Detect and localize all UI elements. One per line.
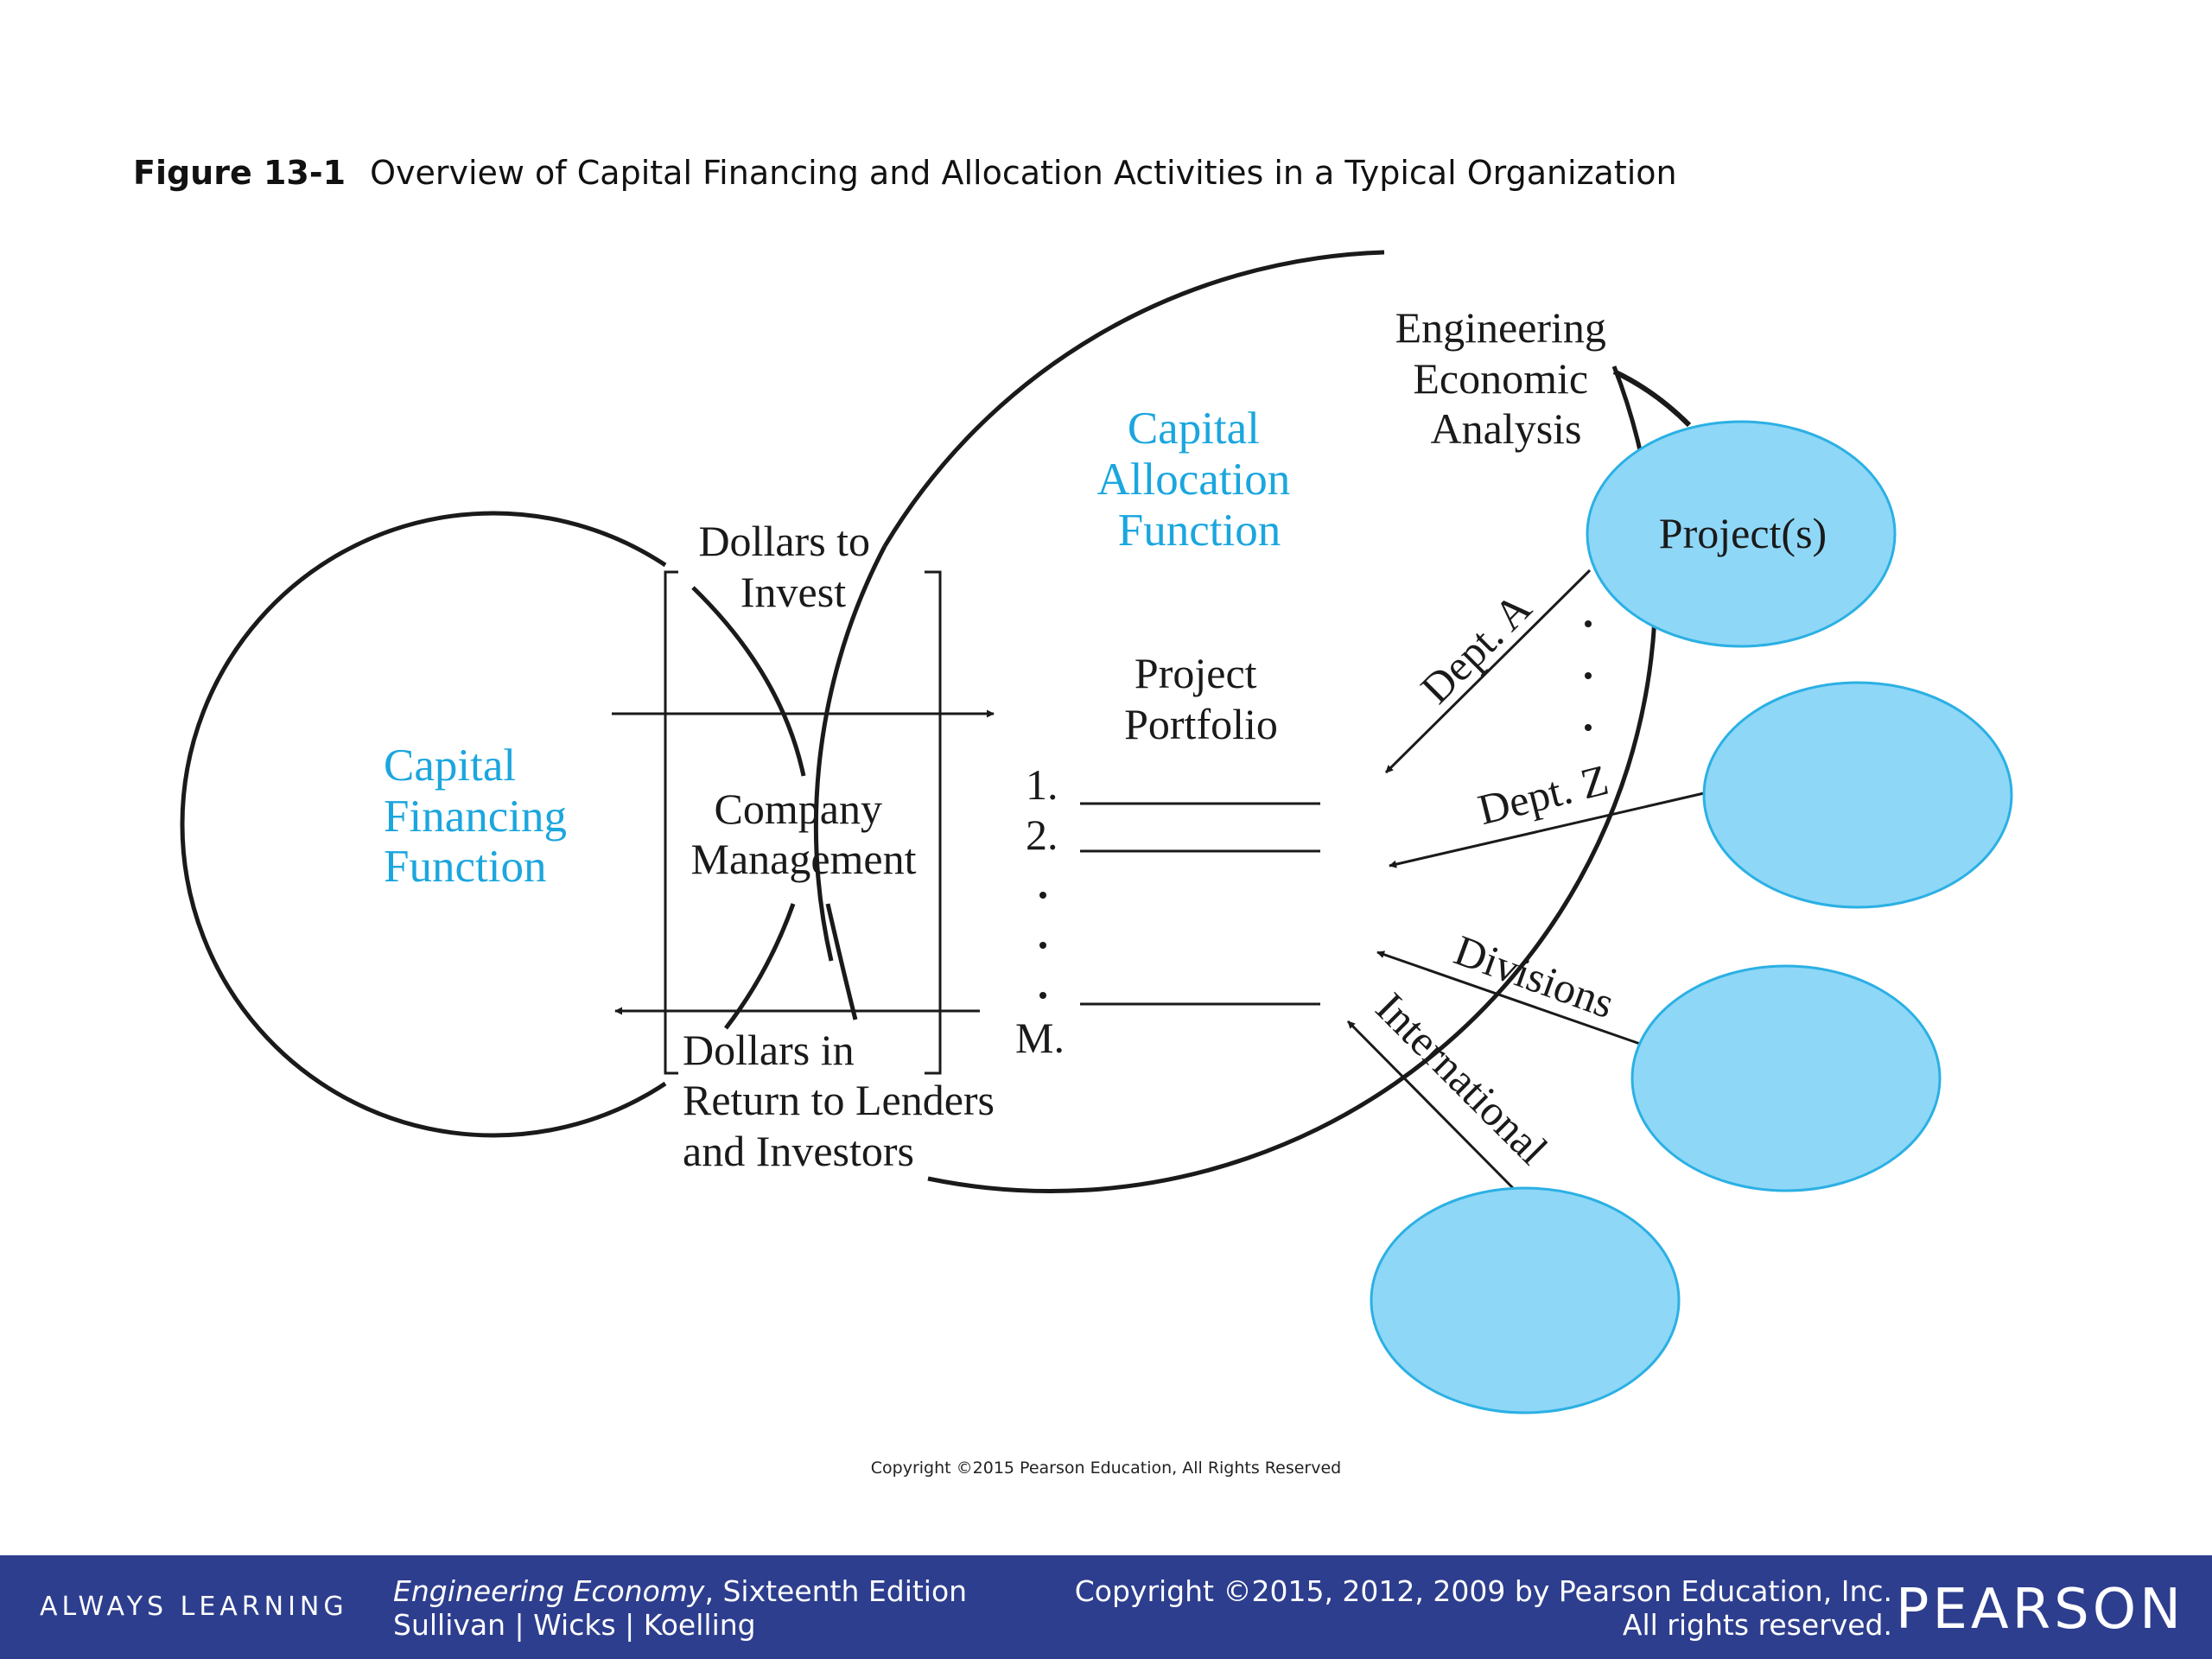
capital-financing-circle: [180, 511, 667, 1138]
book-title-line: Engineering Economy, Sixteenth Edition: [393, 1574, 967, 1608]
project-ellipse-top[interactable]: [1586, 420, 1897, 648]
book-authors: Sullivan | Wicks | Koelling: [393, 1608, 756, 1642]
project-ellipse-dept-z[interactable]: [1702, 681, 2013, 909]
always-learning-tagline: ALWAYS LEARNING: [40, 1592, 348, 1622]
capital-financing-line: Financing: [384, 791, 567, 842]
company-management-line: Company: [715, 785, 882, 833]
figure-label: Figure 13-1: [133, 154, 346, 192]
footer-copyright: Copyright ©2015, 2012, 2009 by Pearson E…: [1075, 1574, 1892, 1642]
management-curve-bottom-right: [825, 903, 858, 1020]
portfolio-item-2: 2.: [1026, 810, 1058, 859]
engineering-analysis-line: Analysis: [1431, 404, 1582, 453]
dollars-to-invest-line: Invest: [741, 568, 846, 616]
company-management-label: Company Management: [690, 785, 916, 883]
footer-copyright-line2: All rights reserved.: [1622, 1608, 1892, 1642]
engineering-analysis-line: Engineering: [1395, 303, 1606, 352]
capital-allocation-circle-top: [882, 250, 1385, 548]
management-curve-bottom-left: [724, 903, 796, 1030]
dollars-in-return-line: Dollars in: [683, 1026, 855, 1074]
management-curve-top-left: [691, 586, 806, 777]
capital-allocation-label: Capital Allocation Function: [1097, 404, 1302, 556]
dollars-in-return-label: Dollars in Return to Lenders and Investo…: [683, 1026, 1006, 1175]
company-management-line: Management: [690, 835, 916, 883]
dollars-in-return-line: Return to Lenders: [683, 1076, 995, 1124]
divisions-label: Divisions: [1448, 925, 1620, 1027]
pearson-logo: PEARSON: [1895, 1578, 2184, 1642]
project-portfolio-line: Portfolio: [1124, 700, 1278, 748]
figure-copyright: Copyright ©2015 Pearson Education, All R…: [870, 1459, 1342, 1478]
capital-allocation-circle-upper: [813, 544, 887, 962]
capital-allocation-line: Function: [1118, 505, 1281, 556]
project-ellipse-divisions[interactable]: [1630, 964, 1942, 1192]
portfolio-dot: [1039, 892, 1046, 899]
dollars-to-invest-line: Dollars to: [698, 517, 870, 565]
footer-copyright-line1: Copyright ©2015, 2012, 2009 by Pearson E…: [1074, 1574, 1892, 1608]
capital-allocation-line: Capital: [1128, 404, 1260, 454]
international-label: International: [1367, 983, 1557, 1173]
project-dot: [1585, 724, 1592, 731]
engineering-economic-analysis-label: Engineering Economic Analysis: [1395, 303, 1618, 453]
dollars-in-return-line: and Investors: [683, 1127, 914, 1175]
portfolio-item-1: 1.: [1026, 760, 1058, 809]
project-dot: [1585, 672, 1592, 679]
projects-label: Project(s): [1659, 509, 1827, 557]
capital-flow-diagram: Capital Financing Function Capital Alloc…: [180, 250, 2013, 1414]
capital-allocation-line: Allocation: [1097, 454, 1291, 505]
management-bracket-left: [664, 570, 678, 1075]
portfolio-item-m: M.: [1015, 1014, 1065, 1062]
dept-a-label: Dept. A: [1411, 583, 1541, 713]
figure-title-text: Overview of Capital Financing and Alloca…: [370, 154, 1677, 192]
dollars-to-invest-label: Dollars to Invest: [698, 517, 880, 616]
figure-title: Figure 13-1 Overview of Capital Financing…: [133, 154, 1677, 192]
capital-financing-line: Function: [384, 842, 546, 892]
analysis-curve: [1612, 369, 1692, 428]
project-dot: [1585, 620, 1592, 627]
dept-z-label: Dept. Z: [1473, 755, 1613, 834]
dept-z-arrow: [1389, 791, 1705, 868]
project-portfolio-line: Project: [1135, 649, 1257, 697]
book-info: Engineering Economy, Sixteenth Edition S…: [393, 1574, 967, 1642]
project-portfolio-label: Project Portfolio: [1124, 649, 1278, 748]
engineering-analysis-line: Economic: [1413, 354, 1588, 403]
book-edition: , Sixteenth Edition: [704, 1574, 968, 1608]
portfolio-dot: [1039, 942, 1046, 949]
capital-financing-label: Capital Financing Function: [384, 741, 578, 892]
footer-bar: ALWAYS LEARNING Engineering Economy, Six…: [0, 1555, 2212, 1659]
dept-a-arrow: [1384, 569, 1592, 774]
management-bracket-right: [925, 570, 942, 1075]
capital-financing-line: Capital: [384, 741, 516, 791]
project-ellipse-international[interactable]: [1370, 1186, 1681, 1414]
divisions-arrow: [1376, 950, 1641, 1046]
international-arrow: [1346, 1020, 1516, 1191]
book-title: Engineering Economy: [393, 1574, 705, 1608]
portfolio-dot: [1039, 992, 1046, 999]
